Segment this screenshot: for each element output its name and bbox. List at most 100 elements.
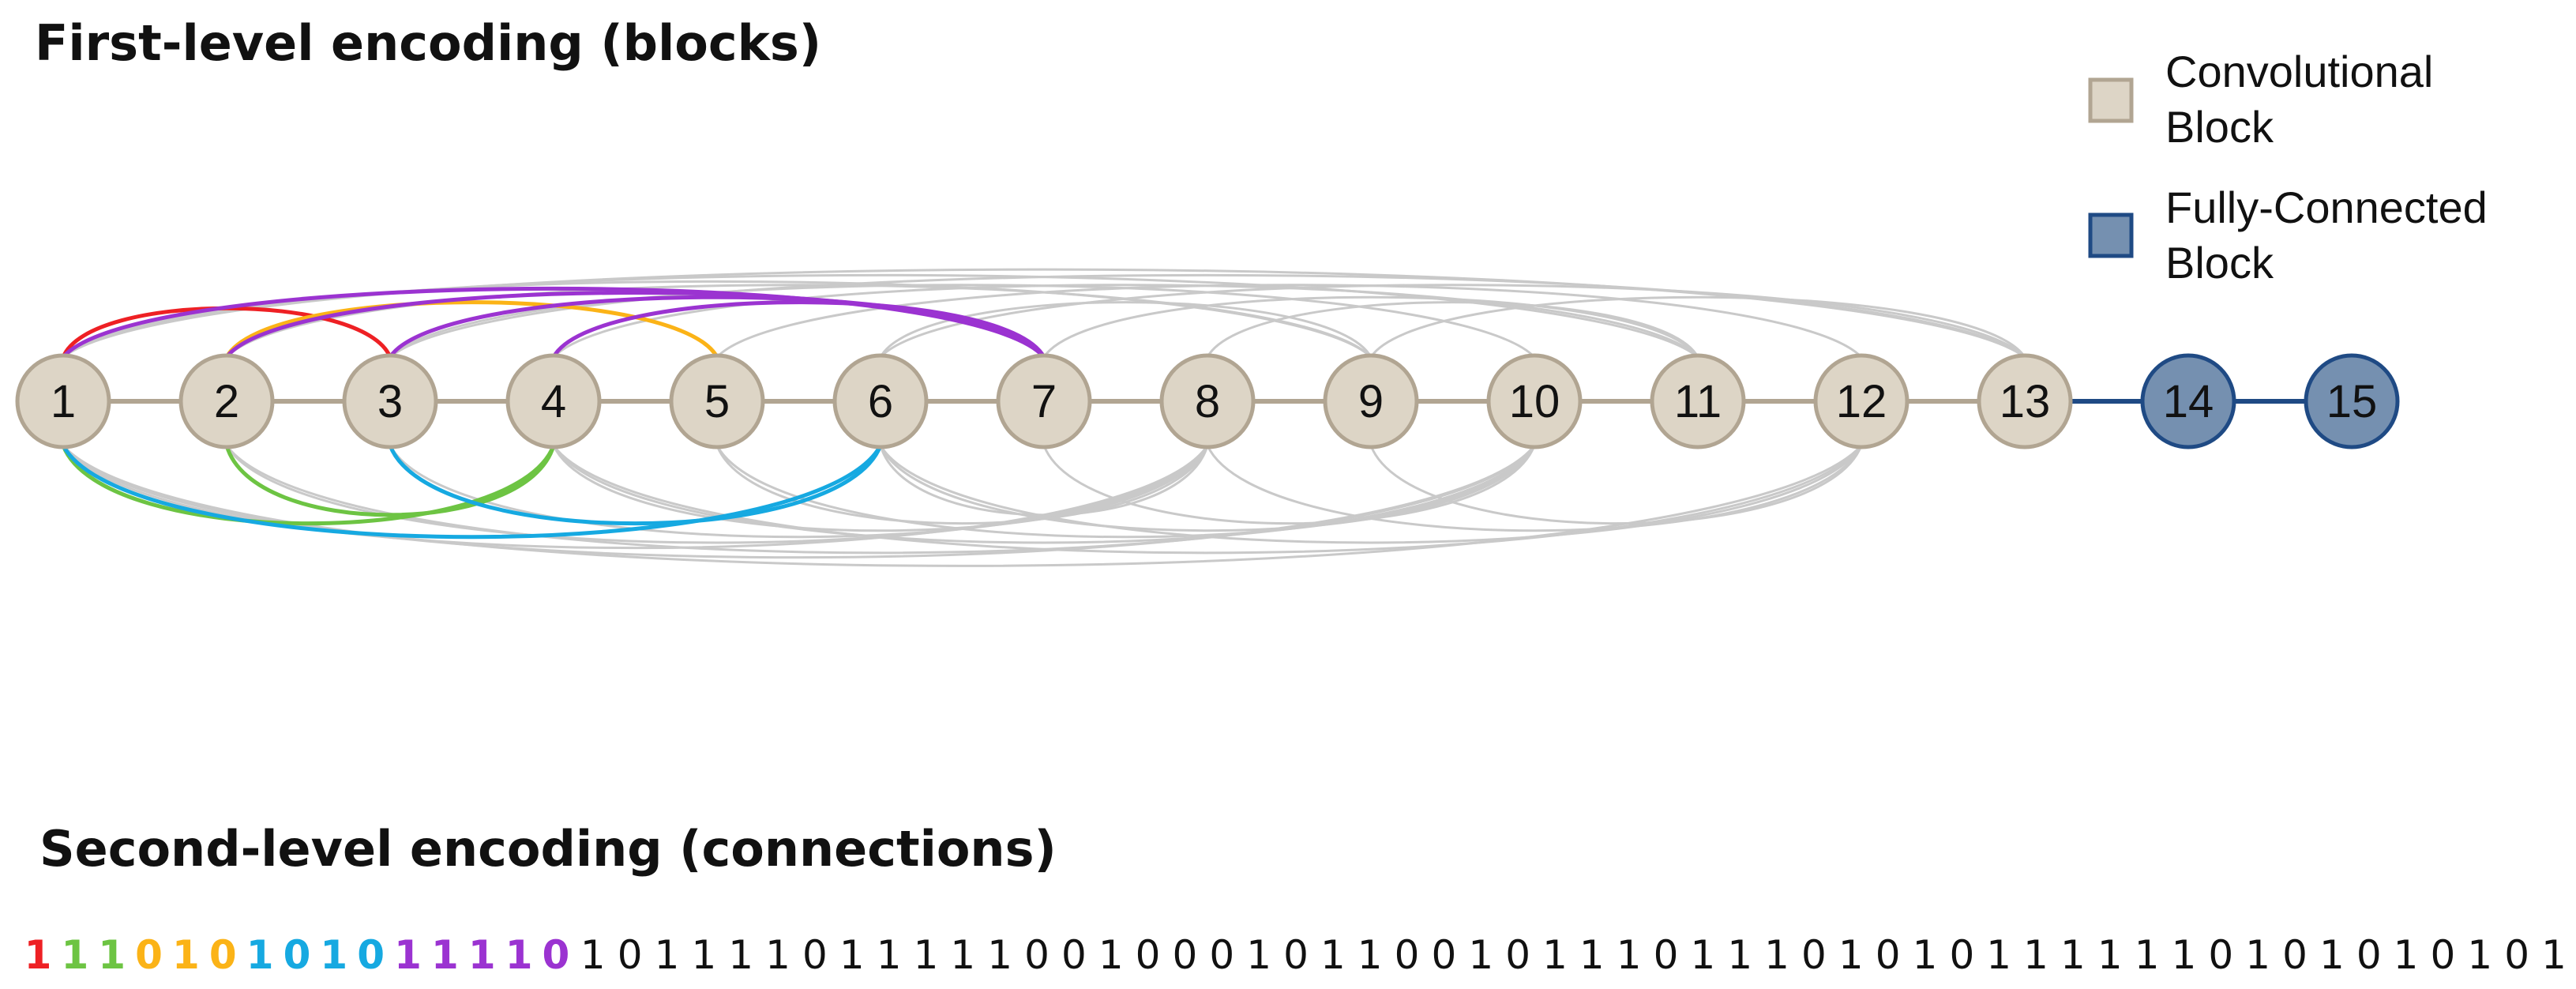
block-number: 8 [1195, 376, 1220, 427]
bit-11: 1 [394, 932, 422, 978]
highlighted-connection-3-6 [388, 445, 883, 526]
bit-38: 0 [1395, 932, 1420, 978]
skip-connection-4-12 [552, 445, 1863, 555]
skip-connection-1-13 [62, 268, 2026, 359]
highlighted-connection-1-7 [62, 286, 1046, 359]
bit-50: 1 [1838, 932, 1864, 978]
block-number: 1 [51, 376, 76, 427]
bit-13: 1 [468, 932, 496, 978]
fully-connected-block [2140, 353, 2236, 449]
skip-connection-8-12 [1206, 445, 1863, 532]
bit-30: 1 [1098, 932, 1124, 978]
convolutional-block [1323, 353, 1419, 449]
bit-7: 1 [246, 932, 274, 978]
skip-connection-7-11 [1042, 295, 1699, 358]
skip-connection-5-12 [715, 284, 1863, 359]
block-number: 10 [1509, 376, 1560, 427]
bit-31: 0 [1136, 932, 1161, 978]
convolutional-block [996, 353, 1092, 449]
bit-1: 1 [24, 932, 52, 978]
skip-connection-1-10 [62, 445, 1536, 559]
bit-54: 1 [1986, 932, 2011, 978]
convolutional-block [832, 353, 929, 449]
convolutional-block [669, 353, 765, 449]
block-number: 12 [1836, 376, 1887, 427]
block-node-1: 1 [15, 353, 111, 449]
bit-2: 1 [61, 932, 88, 978]
block-node-7: 7 [996, 353, 1092, 449]
skip-connection-7-10 [1042, 445, 1536, 525]
skip-connection-1-12 [62, 444, 1863, 567]
bit-46: 1 [1690, 932, 1715, 978]
bit-23: 1 [839, 932, 865, 978]
legend-item-fully-connected: Fully-Connected Block [2088, 182, 2488, 288]
skip-connection-6-9 [879, 301, 1372, 358]
bit-65: 1 [2394, 932, 2419, 978]
bit-18: 1 [655, 932, 680, 978]
bit-12: 1 [431, 932, 459, 978]
bit-17: 0 [618, 932, 643, 978]
bit-37: 1 [1357, 932, 1383, 978]
convolutional-block [1813, 353, 1909, 449]
legend-label-block: Block [2165, 238, 2274, 288]
legend-label-fully-connected: Fully-Connected [2165, 182, 2488, 232]
legend-swatch-convolutional [2088, 77, 2134, 123]
block-node-12: 12 [1813, 353, 1909, 449]
bit-62: 0 [2282, 932, 2308, 978]
bit-28: 0 [1024, 932, 1050, 978]
block-number: 5 [704, 376, 730, 427]
bit-48: 1 [1764, 932, 1789, 978]
first-level-heading: First-level encoding (blocks) [35, 14, 821, 72]
highlighted-connection-3-7 [388, 295, 1046, 359]
highlighted-connection-4-7 [551, 300, 1046, 359]
skip-connection-3-8 [389, 445, 1209, 539]
fully-connected-block [2304, 353, 2400, 449]
block-number: 2 [214, 376, 239, 427]
legend: Convolutional Block Fully-Connected Bloc… [2088, 47, 2488, 288]
block-node-13: 13 [1977, 353, 2073, 449]
block-node-3: 3 [342, 353, 438, 449]
block-node-4: 4 [505, 353, 602, 449]
bit-33: 0 [1209, 932, 1234, 978]
skip-connection-2-10 [225, 445, 1536, 555]
convolutional-block [1977, 353, 2073, 449]
bit-34: 1 [1246, 932, 1271, 978]
bit-61: 1 [2245, 932, 2270, 978]
bit-19: 1 [691, 932, 716, 978]
bit-27: 1 [987, 932, 1012, 978]
bit-47: 1 [1727, 932, 1752, 978]
bit-22: 0 [802, 932, 828, 978]
bit-3: 1 [98, 932, 126, 978]
skip-connection-5-10 [715, 445, 1536, 539]
skip-connection-6-8 [879, 445, 1209, 517]
bit-51: 0 [1876, 932, 1901, 978]
legend-swatch-fully-connected [2088, 212, 2134, 258]
bit-43: 1 [1579, 932, 1605, 978]
bit-44: 1 [1617, 932, 1642, 978]
skip-connection-2-8 [225, 445, 1209, 544]
highlighted-connection-1-4 [61, 445, 556, 526]
skip-connection-5-8 [715, 445, 1209, 525]
bit-41: 0 [1505, 932, 1530, 978]
bit-52: 1 [1913, 932, 1938, 978]
block-number: 3 [377, 376, 403, 427]
skip-connection-1-11 [62, 273, 1699, 359]
bit-4: 0 [135, 932, 163, 978]
convolutional-block [1650, 353, 1746, 449]
bit-29: 0 [1061, 932, 1087, 978]
highlighted-connection-1-6 [61, 444, 883, 540]
block-number: 15 [2326, 376, 2378, 427]
highlighted-connection-2-4 [224, 445, 556, 517]
bit-57: 1 [2097, 932, 2123, 978]
convolutional-block [342, 353, 438, 449]
bit-15: 0 [543, 932, 570, 978]
bit-16: 1 [580, 932, 606, 978]
bit-45: 0 [1654, 932, 1679, 978]
block-number: 14 [2163, 376, 2214, 427]
skip-connection-6-10 [879, 445, 1536, 532]
bit-60: 0 [2208, 932, 2233, 978]
convolutional-block [505, 353, 602, 449]
bit-42: 1 [1542, 932, 1568, 978]
